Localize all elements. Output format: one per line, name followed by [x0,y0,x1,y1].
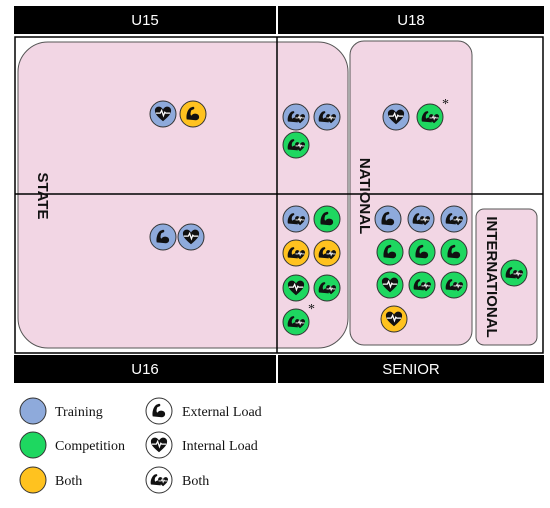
marker-circle [376,238,404,266]
legend-swatch-training [19,397,47,425]
study-marker: * [282,302,315,336]
marker-circle [408,238,436,266]
study-marker [313,239,341,267]
study-marker [149,223,177,251]
study-marker [440,205,468,233]
study-marker [382,103,410,131]
marker-circle [440,238,468,266]
state-region [17,41,349,349]
header-u18-bar [278,6,544,34]
header-u16: U16 [131,361,159,378]
header-u15-bar [14,6,276,34]
header-u16-bar [14,355,276,383]
study-marker [407,205,435,233]
study-marker [408,238,436,266]
legend-label-internal-load: Internal Load [182,439,258,454]
marker-circle [179,100,207,128]
legend-label-external-load: External Load [182,405,262,420]
header-u15: U15 [131,12,159,29]
study-marker [282,274,310,302]
legend-icon-circle-external [145,397,173,425]
legend-label-competition: Competition [55,439,125,454]
study-marker [282,205,310,233]
marker-note: * [442,97,449,112]
study-marker [408,271,436,299]
label-international: INTERNATIONAL [483,216,500,337]
header-senior: SENIOR [382,361,440,378]
study-marker [179,100,207,128]
study-marker [440,238,468,266]
header-u18: U18 [397,12,425,29]
study-marker: * [416,97,449,131]
label-state: STATE [34,173,51,220]
legend-label-training: Training [55,405,103,420]
legend-label-both: Both [55,474,82,489]
study-markers: ** [149,97,528,336]
study-marker [313,274,341,302]
study-marker [177,223,205,251]
label-national: NATIONAL [356,158,373,234]
study-marker [282,103,310,131]
marker-circle [149,223,177,251]
study-marker [440,271,468,299]
study-marker [149,100,177,128]
study-marker [500,259,528,287]
legend-swatch-both [19,466,47,494]
study-marker [282,131,310,159]
study-marker [313,205,341,233]
marker-note: * [308,302,315,317]
study-marker [376,271,404,299]
quadrant-frame [14,36,544,354]
study-marker [376,238,404,266]
marker-circle [374,205,402,233]
legend-swatch-competition [19,431,47,459]
study-marker [374,205,402,233]
study-marker [380,305,408,333]
study-marker [282,239,310,267]
marker-circle [313,205,341,233]
header-senior-bar [278,355,544,383]
legend-label-both-load: Both [182,474,209,489]
study-marker [313,103,341,131]
